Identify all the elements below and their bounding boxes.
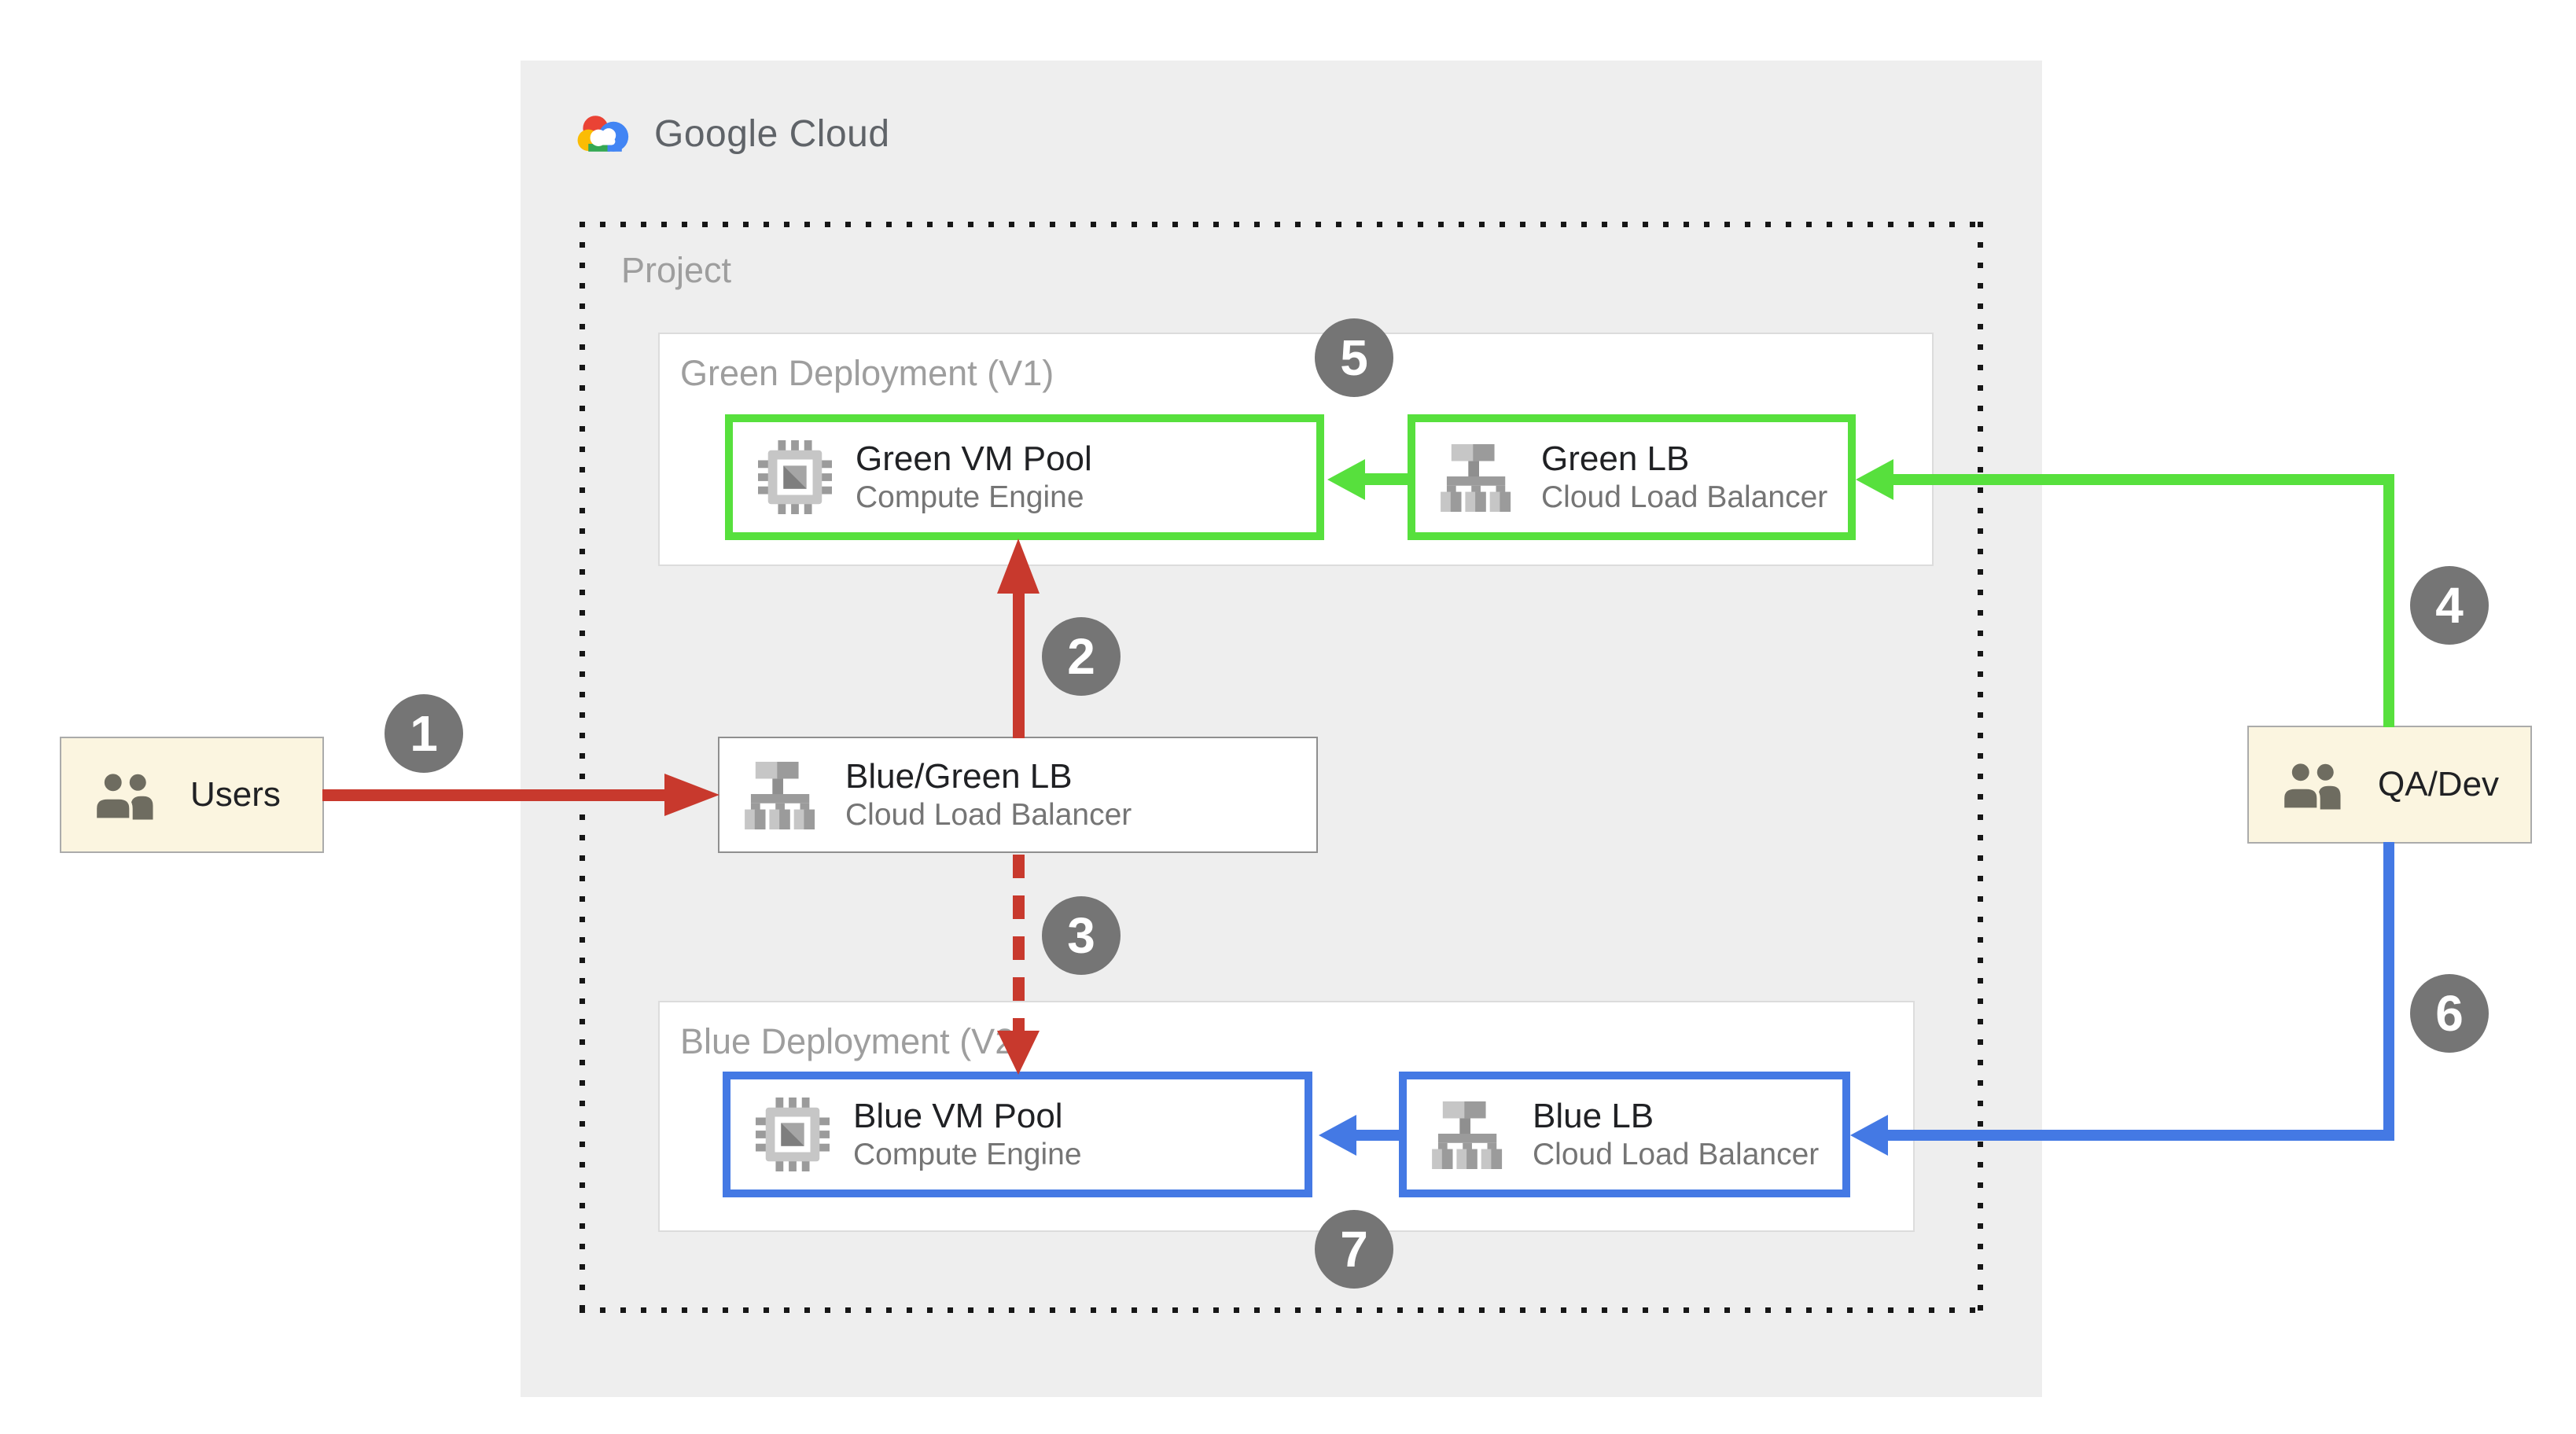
- node-title: Blue/Green LB: [845, 756, 1073, 796]
- green-deployment-label: Green Deployment (V1): [680, 353, 1054, 393]
- users-icon: [93, 770, 153, 820]
- node-subtitle: Compute Engine: [856, 480, 1084, 515]
- node-subtitle: Cloud Load Balancer: [1533, 1138, 1820, 1172]
- actor-users: Users: [60, 737, 324, 853]
- google-cloud-icon: [577, 116, 629, 152]
- step-badge-3: 3: [1042, 896, 1121, 975]
- arrow-green-lb-to-green-vm: [1365, 473, 1408, 485]
- users-icon: [2280, 759, 2341, 810]
- compute-engine-icon: [758, 440, 832, 514]
- google-cloud-logo: Google Cloud: [574, 110, 890, 157]
- google-cloud-title: Google Cloud: [654, 112, 890, 155]
- step-badge-1: 1: [385, 694, 463, 773]
- load-balancer-icon: [1441, 443, 1511, 512]
- node-title: Green LB: [1541, 439, 1690, 478]
- load-balancer-icon: [745, 761, 815, 829]
- compute-engine-icon: [756, 1098, 830, 1171]
- arrowhead-blue-lb-to-blue-vm: [1319, 1115, 1356, 1156]
- node-blue-vm-pool: Blue VM Pool Compute Engine: [723, 1072, 1312, 1197]
- arrow-bglb-to-green-vm: [1013, 592, 1025, 738]
- arrowhead-users-to-bglb: [664, 774, 719, 816]
- node-blue-green-lb: Blue/Green LB Cloud Load Balancer: [718, 737, 1318, 853]
- actor-qa-dev: QA/Dev: [2247, 726, 2532, 844]
- node-subtitle: Cloud Load Balancer: [845, 798, 1132, 833]
- qa-dev-label: QA/Dev: [2378, 765, 2500, 803]
- node-title: Blue VM Pool: [853, 1096, 1063, 1135]
- users-label: Users: [190, 775, 281, 814]
- step-badge-2: 2: [1042, 617, 1121, 696]
- node-green-vm-pool: Green VM Pool Compute Engine: [725, 414, 1324, 540]
- arrow-bglb-to-blue-vm-dashed: [1013, 855, 1025, 1034]
- arrowhead-bglb-to-blue-vm: [997, 1031, 1040, 1075]
- arrowhead-green-lb-to-green-vm: [1327, 459, 1365, 500]
- step-badge-7: 7: [1315, 1210, 1393, 1289]
- step-badge-5: 5: [1315, 318, 1393, 397]
- node-title: Blue LB: [1533, 1096, 1654, 1135]
- step-badge-4: 4: [2410, 566, 2489, 645]
- arrow-qadev-to-green-lb-horizontal: [1892, 474, 2394, 485]
- node-green-lb: Green LB Cloud Load Balancer: [1408, 414, 1856, 540]
- arrowhead-qadev-to-blue-lb: [1850, 1115, 1888, 1156]
- arrow-blue-lb-to-blue-vm: [1356, 1130, 1399, 1141]
- node-title: Green VM Pool: [856, 439, 1092, 478]
- node-blue-lb: Blue LB Cloud Load Balancer: [1399, 1072, 1850, 1197]
- arrow-users-to-bglb: [322, 789, 665, 801]
- arrow-qadev-to-blue-lb-horizontal: [1886, 1130, 2394, 1141]
- arrow-qadev-to-green-lb-vertical: [2383, 474, 2394, 727]
- arrow-qadev-to-blue-lb-vertical: [2383, 842, 2394, 1141]
- arrowhead-qadev-to-green-lb: [1856, 459, 1893, 500]
- node-subtitle: Compute Engine: [853, 1138, 1082, 1172]
- blue-deployment-label: Blue Deployment (V2): [680, 1021, 1027, 1061]
- step-badge-6: 6: [2410, 974, 2489, 1053]
- load-balancer-icon: [1432, 1101, 1503, 1169]
- project-label: Project: [621, 250, 732, 290]
- arrowhead-bglb-to-green-vm: [997, 539, 1040, 594]
- node-subtitle: Cloud Load Balancer: [1541, 480, 1828, 515]
